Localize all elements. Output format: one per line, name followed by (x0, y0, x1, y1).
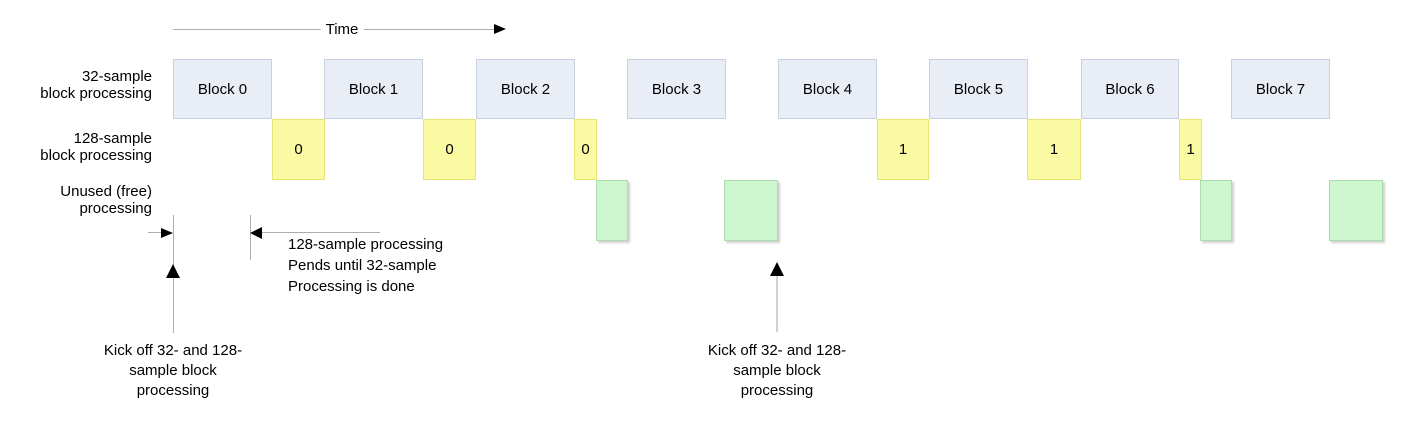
pend-dim-line-left (148, 232, 162, 233)
kickoff-right-arrow-line (776, 275, 778, 332)
yellow-slice-1c-label: 1 (1186, 141, 1195, 158)
block-2-label: Block 2 (500, 80, 551, 98)
block-5-label: Block 5 (953, 80, 1004, 98)
block-5: Block 5 (929, 59, 1028, 119)
pend-dim-line-right (262, 232, 380, 233)
block-7-label: Block 7 (1255, 80, 1306, 98)
pend-dim-arrowhead-left-icon (250, 227, 262, 239)
free-slice-3 (1200, 180, 1232, 241)
pend-dim-arrowhead-right-icon (161, 228, 173, 238)
time-axis-arrowhead-icon (494, 24, 506, 34)
kickoff-right-note: Kick off 32- and 128- sample block proce… (707, 342, 847, 399)
block-4-label: Block 4 (802, 80, 853, 98)
yellow-slice-1a: 1 (877, 119, 929, 180)
yellow-slice-0a: 0 (272, 119, 325, 180)
block-6-label: Block 6 (1105, 80, 1155, 98)
yellow-slice-1b: 1 (1027, 119, 1081, 180)
block-2: Block 2 (476, 59, 575, 119)
yellow-slice-0c-label: 0 (581, 141, 590, 158)
block-6: Block 6 (1081, 59, 1179, 119)
block-1-label: Block 1 (348, 80, 399, 98)
yellow-slice-1a-label: 1 (898, 141, 908, 158)
row-label-128-sample: 128-sample block processing (40, 130, 152, 164)
yellow-slice-1c: 1 (1179, 119, 1202, 180)
block-3: Block 3 (627, 59, 726, 119)
pend-note: 128-sample processing Pends until 32-sam… (288, 236, 444, 295)
row-label-unused-free: Unused (free) processing (60, 183, 152, 217)
row-label-32-sample: 32-sample block processing (40, 68, 152, 102)
kickoff-right-arrowhead-icon (770, 262, 784, 276)
block-3-label: Block 3 (651, 80, 702, 98)
block-7: Block 7 (1231, 59, 1330, 119)
yellow-slice-1b-label: 1 (1049, 141, 1059, 158)
block-0: Block 0 (173, 59, 272, 119)
kickoff-left-note: Kick off 32- and 128- sample block proce… (103, 342, 243, 399)
yellow-slice-0b-label: 0 (445, 141, 454, 158)
free-slice-4 (1329, 180, 1383, 241)
time-axis-label: Time (320, 21, 364, 38)
block-1: Block 1 (324, 59, 423, 119)
free-slice-2 (724, 180, 778, 241)
free-slice-1 (596, 180, 628, 241)
kickoff-left-arrowhead-icon (166, 264, 180, 278)
yellow-slice-0c: 0 (574, 119, 597, 180)
yellow-slice-0a-label: 0 (294, 141, 303, 158)
yellow-slice-0b: 0 (423, 119, 476, 180)
block-4: Block 4 (778, 59, 877, 119)
block-0-label: Block 0 (197, 80, 248, 98)
